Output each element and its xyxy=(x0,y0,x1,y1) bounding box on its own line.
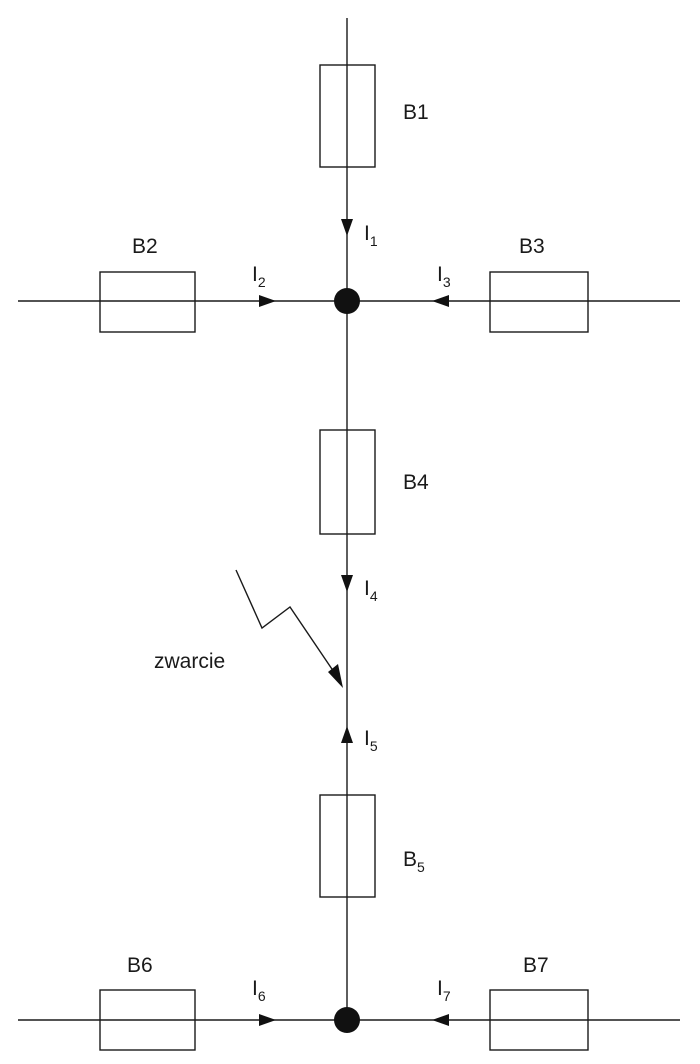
block-b1 xyxy=(319,64,376,168)
current-i5-label: I5 xyxy=(364,727,378,754)
block-b7 xyxy=(489,989,589,1051)
current-i4-arrow xyxy=(341,575,353,592)
block-b3 xyxy=(489,271,589,333)
current-i2-label: I2 xyxy=(252,263,266,290)
block-b6-label: B6 xyxy=(127,954,153,977)
current-i6-arrow xyxy=(259,1014,276,1026)
block-b2-rect xyxy=(99,271,196,333)
current-i4-label: I4 xyxy=(364,577,378,604)
current-i7-label: I7 xyxy=(437,977,451,1004)
block-b2-label: B2 xyxy=(132,235,158,258)
block-b6 xyxy=(99,989,196,1051)
block-b3-label: B3 xyxy=(519,235,545,258)
block-b4 xyxy=(319,429,376,535)
block-b7-label: B7 xyxy=(523,954,549,977)
current-i1-label: I1 xyxy=(364,222,378,249)
current-i1-arrow xyxy=(341,219,353,236)
block-b1-label: B1 xyxy=(403,101,429,124)
block-b5-label: B5 xyxy=(403,848,425,875)
current-i5-arrow xyxy=(341,726,353,743)
upper-junction-node xyxy=(334,288,360,314)
current-i3-label: I3 xyxy=(437,263,451,290)
current-i6-label: I6 xyxy=(252,977,266,1004)
current-i2-arrow xyxy=(259,295,276,307)
current-i3-arrow xyxy=(432,295,449,307)
block-b4-label: B4 xyxy=(403,471,429,494)
block-b3-rect xyxy=(489,271,589,333)
fault-lightning-icon xyxy=(235,569,343,688)
current-i7-arrow xyxy=(432,1014,449,1026)
block-b5 xyxy=(319,794,376,898)
fault-label: zwarcie xyxy=(154,650,225,673)
lower-junction-node xyxy=(334,1007,360,1033)
block-b2 xyxy=(99,271,196,333)
